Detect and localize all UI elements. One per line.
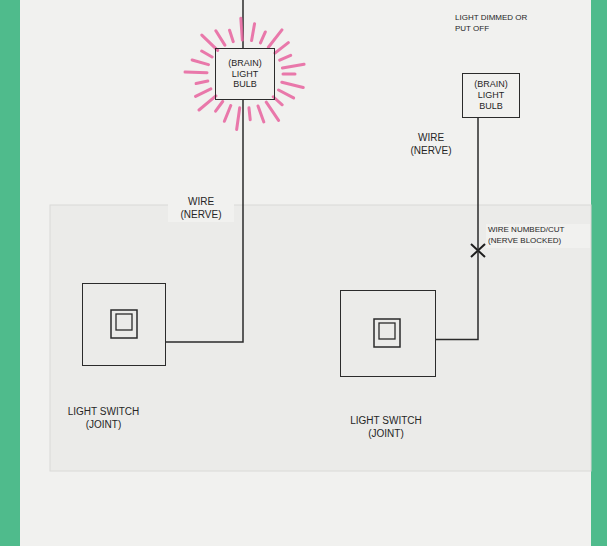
glow-rays: [185, 18, 304, 129]
glow-ray: [199, 96, 216, 110]
glow-ray: [249, 108, 250, 120]
note-label: WIRE NUMBED/CUT (NERVE BLOCKED): [486, 224, 590, 248]
switch-plate: [374, 319, 400, 347]
paper-sheet: [20, 0, 591, 546]
glow-ray: [237, 108, 240, 130]
glow-ray: [279, 90, 294, 98]
switch-toggle: [339, 289, 435, 376]
switch-plate: [111, 310, 137, 338]
glow-ray: [230, 30, 234, 41]
glow-ray: [241, 18, 243, 40]
box-caption: LIGHT SWITCH (JOINT): [336, 414, 436, 440]
glow-ray: [275, 43, 288, 53]
glow-ray: [280, 55, 291, 60]
box-text: LIGHT BULB: [466, 90, 516, 112]
box-heading: LIGHT DIMMED OR PUT OFF: [455, 13, 539, 34]
bulb-box: (BRAIN)LIGHT BULB: [215, 48, 275, 100]
glow-ray: [282, 64, 304, 68]
glow-ray: [216, 31, 225, 45]
glow-ray: [224, 106, 230, 122]
glow-ray: [282, 82, 303, 87]
glow-ray: [258, 106, 264, 122]
glow-ray: [202, 51, 212, 57]
glow-ray: [252, 24, 255, 41]
wire-label: WIRE (NERVE): [168, 194, 234, 222]
switch-rocker: [116, 314, 132, 330]
switch-rocker: [379, 323, 395, 339]
switch-box: LIGHT SWITCH (JOINT): [340, 290, 436, 377]
box-caption: LIGHT SWITCH (JOINT): [56, 405, 151, 431]
wire-connector: [166, 100, 243, 342]
glow-ray: [266, 102, 278, 120]
glow-ray: [260, 32, 265, 43]
caption-group: LIGHT SWITCH (JOINT): [336, 414, 436, 440]
glow-ray: [185, 71, 207, 75]
glow-ray: [216, 102, 223, 112]
box-text: LIGHT BULB: [219, 69, 271, 91]
glow-ray: [192, 60, 208, 65]
switch-toggle: [81, 282, 165, 365]
glow-ray: [268, 30, 282, 47]
switch-box: LIGHT SWITCH (JOINT): [82, 283, 166, 366]
glow-ray: [196, 81, 208, 83]
wire-label: WIRE (NERVE): [398, 130, 464, 158]
bulb-box: (BRAIN)LIGHT BULBLIGHT DIMMED OR PUT OFF: [462, 73, 520, 118]
caption-group: LIGHT SWITCH (JOINT): [56, 405, 151, 431]
glow-ray: [196, 89, 211, 96]
glow-ray: [283, 73, 295, 76]
lower-sheet: [50, 205, 591, 471]
box-text: (BRAIN): [474, 79, 508, 90]
heading-group: LIGHT DIMMED OR PUT OFF: [455, 13, 539, 34]
box-text: (BRAIN): [228, 58, 262, 69]
